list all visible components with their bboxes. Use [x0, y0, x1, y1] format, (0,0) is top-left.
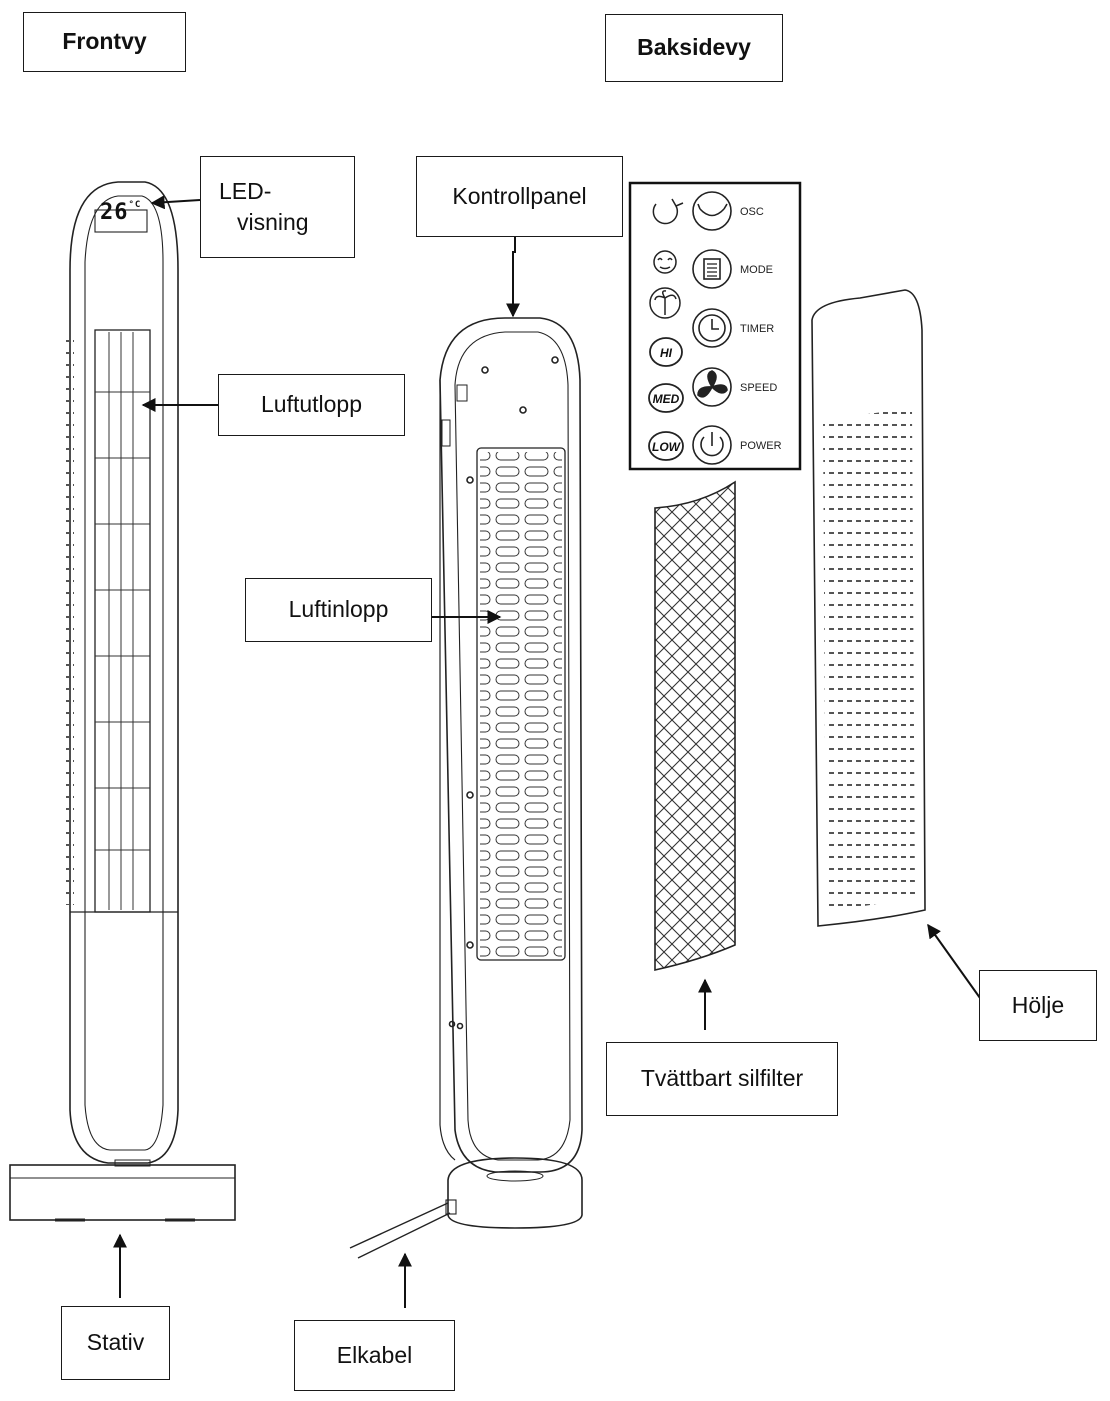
- back-fan-body: [439, 317, 583, 1173]
- back-fan-base: [447, 1157, 583, 1229]
- sleep-mode-icon: [653, 250, 677, 274]
- led-display: 26°C: [100, 200, 141, 225]
- low-indicator: [648, 431, 684, 461]
- leader-arrows: [113, 195, 981, 1308]
- mode-icon[interactable]: [692, 249, 732, 289]
- timer-icon[interactable]: [692, 308, 732, 348]
- arrow-control-panel: [506, 237, 520, 318]
- low-indicator-label: LOW: [652, 440, 682, 454]
- power-icon[interactable]: [692, 425, 732, 465]
- power-cable: [349, 1199, 457, 1259]
- front-view-title: Frontvy: [23, 12, 186, 72]
- control-panel: [628, 181, 802, 471]
- washable-filter: [654, 480, 736, 971]
- med-indicator: [648, 383, 684, 413]
- label-power-cable: Elkabel: [294, 1320, 455, 1391]
- housing-cover: [811, 289, 926, 927]
- natural-wind-icon: [649, 287, 681, 319]
- oscillate-icon[interactable]: [692, 191, 732, 231]
- front-fan-body: [69, 181, 179, 1164]
- med-indicator-label: MED: [653, 392, 680, 406]
- led-display-unit: °C: [128, 200, 142, 210]
- hi-indicator: [649, 337, 683, 367]
- arrow-housing: [927, 923, 981, 999]
- label-air-inlet: Luftinlopp: [245, 578, 432, 642]
- label-stand: Stativ: [61, 1306, 170, 1380]
- front-fan-vents: [66, 332, 150, 910]
- front-fan-stand: [9, 1159, 236, 1222]
- mode-button-label: MODE: [740, 264, 773, 276]
- back-view-title: Baksidevy: [605, 14, 783, 82]
- timer-button-label: TIMER: [740, 323, 774, 335]
- label-washable-filter: Tvättbart silfilter: [606, 1042, 838, 1116]
- arrow-led-display: [150, 195, 201, 210]
- speed-button-label: SPEED: [740, 382, 777, 394]
- osc-button-label: OSC: [740, 206, 764, 218]
- label-led-display: LED- visning: [200, 156, 355, 258]
- label-air-outlet: Luftutlopp: [218, 374, 405, 436]
- oscillation-indicator-icon: [652, 198, 684, 225]
- hi-indicator-label: HI: [660, 346, 673, 360]
- label-housing: Hölje: [979, 970, 1097, 1041]
- led-display-temperature: 26: [100, 200, 129, 225]
- power-button-label: POWER: [740, 440, 782, 452]
- label-control-panel: Kontrollpanel: [416, 156, 623, 237]
- fan-speed-icon[interactable]: [692, 367, 732, 407]
